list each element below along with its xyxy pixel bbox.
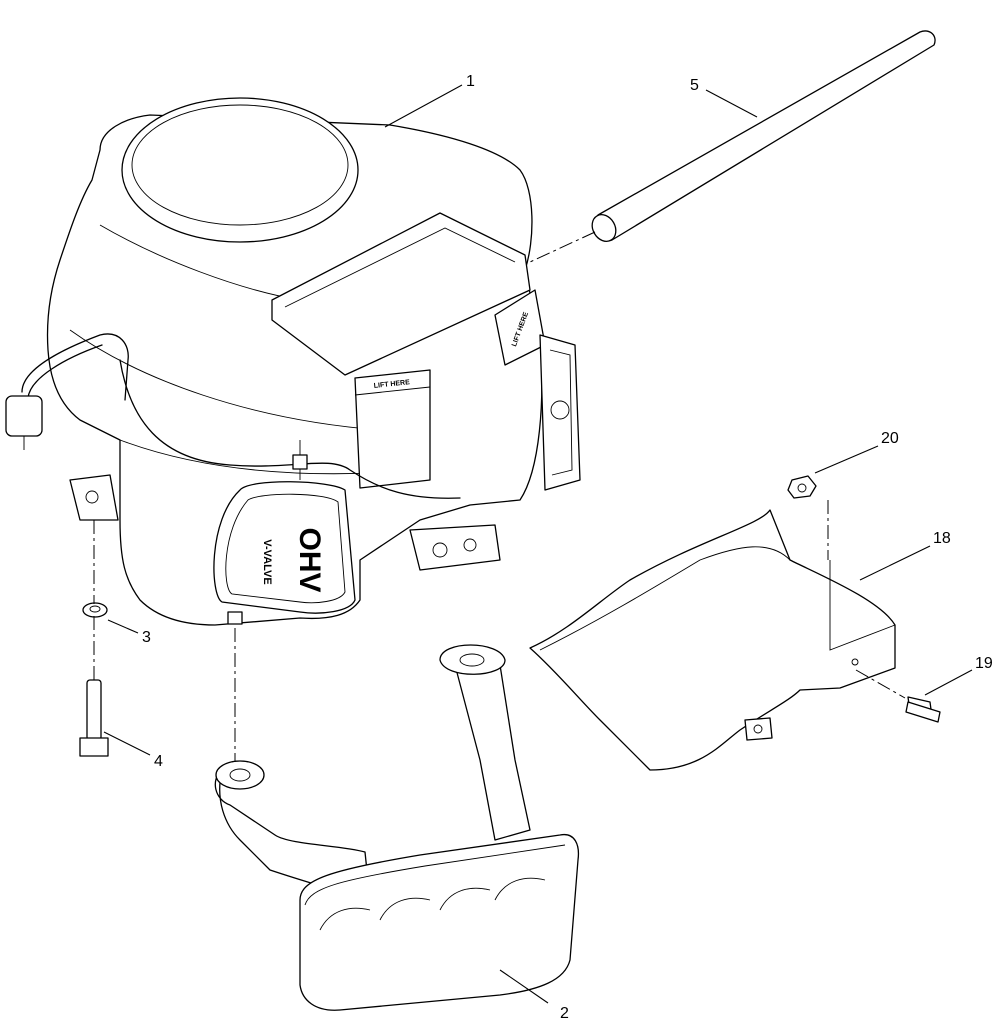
leader-3 [107,619,139,634]
leader-4 [103,731,151,756]
leader-19 [924,669,973,696]
leader-2 [499,969,549,1004]
callout-19: 19 [975,655,993,672]
nut-part-20 [787,475,817,499]
callout-1: 1 [466,73,475,90]
ohv-marking: OHV [293,527,326,592]
leader-18 [859,545,931,581]
lift-tube-part-5 [529,30,936,263]
lift-here-front-marking: LIFT HERE [373,379,410,390]
bolt-part-4 [79,679,109,757]
v-valve-marking: V-VALVE [261,539,273,584]
leader-5 [705,89,758,118]
bolt-part-19 [905,696,941,723]
washer-part-3 [82,602,108,618]
leader-20 [814,445,879,474]
engine-assembly: LIFT HERE LIFT HERE OHV V-VALVE [5,97,581,626]
heat-shield-part-18 [529,509,896,771]
callout-18: 18 [933,530,951,547]
callout-3: 3 [142,629,151,646]
callout-20: 20 [881,430,899,447]
callout-4: 4 [154,753,163,770]
callout-2: 2 [560,1005,569,1022]
callout-5: 5 [690,77,699,94]
muffler-part-2 [214,644,580,1011]
leader-1 [384,84,463,128]
